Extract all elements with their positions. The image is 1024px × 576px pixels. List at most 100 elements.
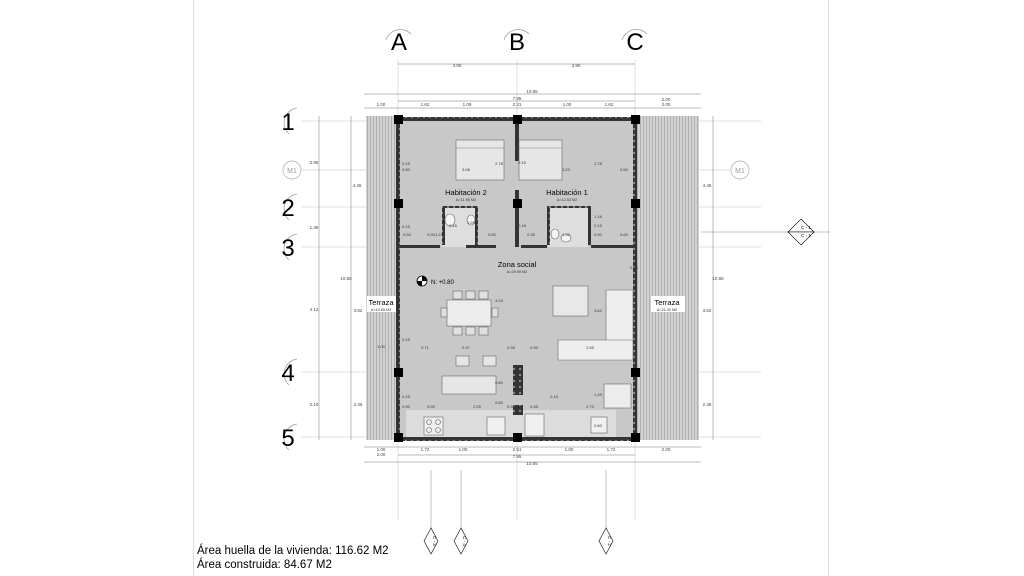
svg-text:10.65: 10.65 xyxy=(712,276,724,281)
svg-text:Terraza: Terraza xyxy=(654,298,680,307)
marker-m1-left: M1 xyxy=(282,160,366,180)
dining-table xyxy=(446,299,492,327)
svg-text:1.00: 1.00 xyxy=(377,447,386,452)
svg-text:1.72: 1.72 xyxy=(607,447,616,452)
svg-text:1.23: 1.23 xyxy=(435,232,444,237)
svg-text:2.78: 2.78 xyxy=(495,161,504,166)
svg-text:0.15: 0.15 xyxy=(594,223,603,228)
level-label: N: +0.80 xyxy=(431,280,455,286)
footprint-area: Área huella de la vivienda: 116.62 M2 xyxy=(197,545,389,557)
svg-text:2.65: 2.65 xyxy=(586,345,595,350)
svg-text:2.31: 2.31 xyxy=(513,102,522,107)
built-area: Área construida: 84.67 M2 xyxy=(197,559,332,571)
svg-text:0.15: 0.15 xyxy=(550,394,559,399)
svg-text:1.00: 1.00 xyxy=(565,447,574,452)
svg-text:A=21.30 M2: A=21.30 M2 xyxy=(657,308,678,312)
stove xyxy=(423,416,444,436)
svg-text:0.15: 0.15 xyxy=(449,223,458,228)
svg-text:0.15: 0.15 xyxy=(518,223,527,228)
svg-text:4.12: 4.12 xyxy=(310,307,319,312)
interior-dimensions: 0.15 0.50 3.08 2.78 0.15 3.23 2.78 0.50 … xyxy=(377,160,639,428)
drawing-sheet: A B C 1 2 3 4 5 M1 M1 xyxy=(193,0,830,576)
sofa xyxy=(557,289,634,361)
grid-label-1: 1 xyxy=(281,109,294,136)
kitchen-island xyxy=(441,375,497,395)
svg-text:1.36: 1.36 xyxy=(310,225,319,230)
area-summary: Área huella de la vivienda: 116.62 M2 Ár… xyxy=(197,544,389,572)
svg-text:Zona social: Zona social xyxy=(498,260,537,269)
svg-text:M1: M1 xyxy=(735,168,745,175)
grid-column-bubbles: A B C xyxy=(385,29,648,56)
svg-text:0.60: 0.60 xyxy=(495,400,504,405)
svg-text:10.65: 10.65 xyxy=(526,461,538,466)
grid-label-4: 4 xyxy=(281,360,294,387)
level-marker: N: +0.80 xyxy=(416,275,455,287)
room-habitacion-1: Habitación 1 A=12.53 M2 xyxy=(546,188,588,202)
svg-text:0.15: 0.15 xyxy=(402,337,411,342)
marker-m1-right: M1 xyxy=(699,160,750,180)
svg-text:2.95: 2.95 xyxy=(310,160,319,165)
grid-label-3: 3 xyxy=(281,235,294,262)
grid-label-2: 2 xyxy=(281,195,294,222)
top-dimensions: 3.90 3.90 10.65 7.95 1.00 1.62 1.09 2.31… xyxy=(364,63,701,109)
svg-text:C - 1: C - 1 xyxy=(801,233,811,238)
svg-text:1.00: 1.00 xyxy=(459,447,468,452)
section-markers-bottom: C - 3 C - 4 C - 2 xyxy=(423,470,614,555)
svg-text:0.71: 0.71 xyxy=(421,345,430,350)
svg-text:1.09: 1.09 xyxy=(463,102,472,107)
svg-text:3.62: 3.62 xyxy=(594,308,603,313)
svg-text:1.49: 1.49 xyxy=(594,392,603,397)
svg-text:0.90: 0.90 xyxy=(594,232,603,237)
grid-row-bubbles: 1 2 3 4 5 xyxy=(281,107,298,452)
svg-text:0.35: 0.35 xyxy=(507,404,516,409)
svg-text:C - 3: C - 3 xyxy=(432,536,437,546)
bottom-dimensions: 1.00 1.72 1.00 2.51 1.00 1.72 2.00 2.00 … xyxy=(364,446,701,466)
svg-text:3.23: 3.23 xyxy=(562,167,571,172)
svg-text:0.60: 0.60 xyxy=(630,265,639,270)
svg-text:0.15: 0.15 xyxy=(402,224,411,229)
svg-text:1.00: 1.00 xyxy=(377,102,386,107)
svg-text:2.78: 2.78 xyxy=(594,161,603,166)
svg-text:3.90: 3.90 xyxy=(453,63,462,68)
svg-text:4.46: 4.46 xyxy=(703,183,712,188)
svg-text:2.36: 2.36 xyxy=(703,402,712,407)
svg-text:1.16: 1.16 xyxy=(594,214,603,219)
terrace-right-deck xyxy=(635,116,699,440)
sink xyxy=(486,416,506,436)
svg-text:7.95: 7.95 xyxy=(513,96,522,101)
svg-text:0.50: 0.50 xyxy=(488,232,497,237)
svg-text:2.36: 2.36 xyxy=(354,402,363,407)
svg-text:C - 4: C - 4 xyxy=(462,536,467,546)
furniture xyxy=(423,139,634,437)
svg-text:M1: M1 xyxy=(287,168,297,175)
svg-text:0.50: 0.50 xyxy=(620,167,629,172)
svg-text:10.65: 10.65 xyxy=(526,89,538,94)
bed-room2 xyxy=(455,139,505,181)
laundry xyxy=(590,416,608,434)
svg-text:1.72: 1.72 xyxy=(421,447,430,452)
grid-label-c: C xyxy=(626,29,643,56)
bed-room1 xyxy=(518,139,563,181)
bathroom-floor-2 xyxy=(442,207,477,247)
columns xyxy=(394,115,640,442)
svg-text:1.00: 1.00 xyxy=(377,344,386,349)
svg-text:0.35: 0.35 xyxy=(527,232,536,237)
svg-text:C - 1: C - 1 xyxy=(801,225,811,230)
svg-text:0.60: 0.60 xyxy=(594,423,603,428)
svg-text:Habitación 1: Habitación 1 xyxy=(546,188,588,197)
svg-text:0.90: 0.90 xyxy=(427,404,436,409)
svg-text:2.00: 2.00 xyxy=(662,447,671,452)
svg-text:A=29.59 M2: A=29.59 M2 xyxy=(507,270,528,274)
svg-text:0.90: 0.90 xyxy=(402,404,411,409)
svg-text:0.50: 0.50 xyxy=(402,167,411,172)
svg-text:3.08: 3.08 xyxy=(462,167,471,172)
svg-text:2.73: 2.73 xyxy=(586,404,595,409)
svg-text:A=11.96 M2: A=11.96 M2 xyxy=(456,198,476,202)
svg-text:3.62: 3.62 xyxy=(703,308,712,313)
svg-text:2.97: 2.97 xyxy=(462,345,471,350)
svg-text:3.62: 3.62 xyxy=(354,308,363,313)
svg-text:1.32: 1.32 xyxy=(562,232,571,237)
svg-text:0.60: 0.60 xyxy=(495,380,504,385)
grid-column-b: B xyxy=(503,29,530,56)
svg-text:0.15: 0.15 xyxy=(518,160,527,165)
